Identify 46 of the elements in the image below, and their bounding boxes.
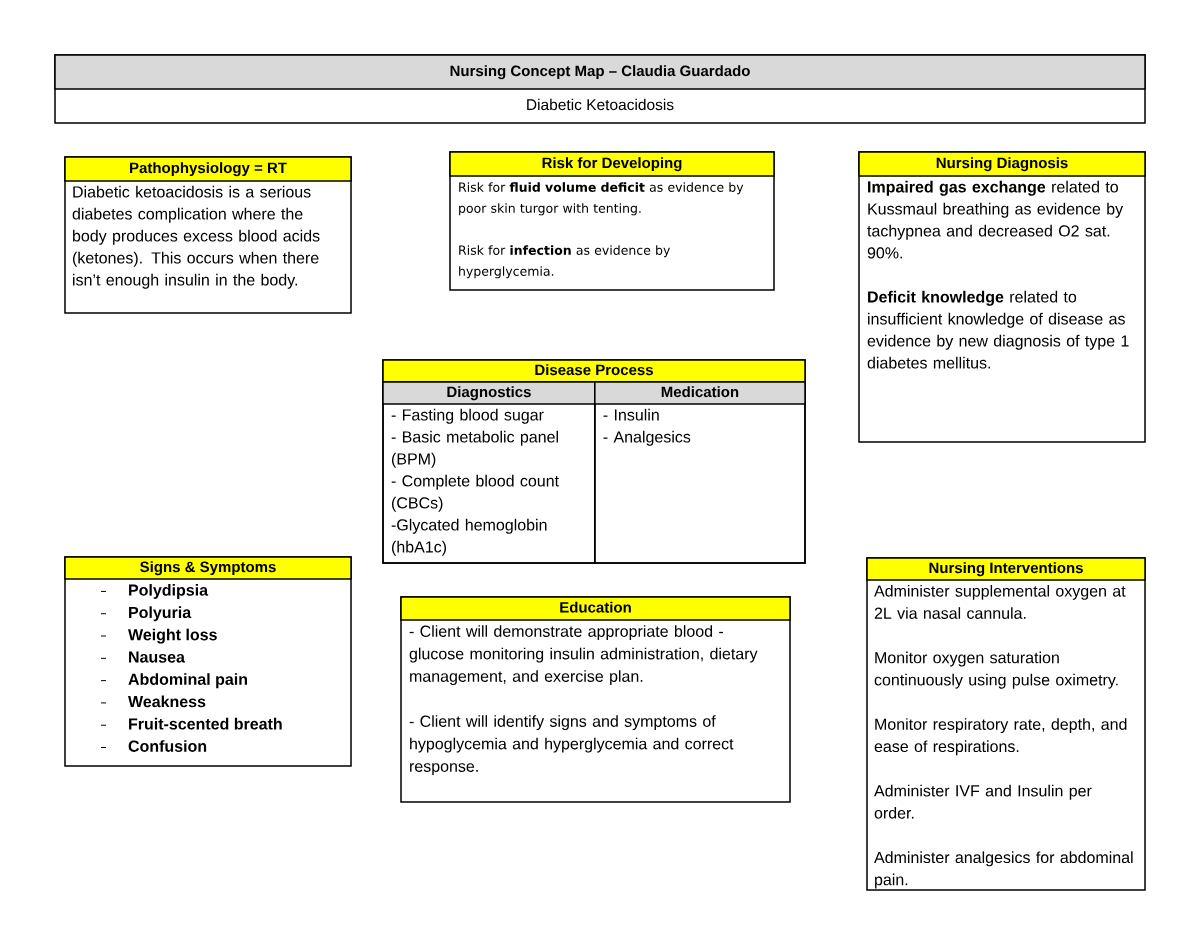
list-item: Polyuria [129, 606, 192, 622]
concept-box [449, 151, 775, 291]
concept-box [858, 151, 1146, 443]
list-item: - Complete blood count (CBCs) [391, 474, 559, 512]
heading-bar: Nursing Interventions [866, 557, 1146, 581]
box-text: Administer IVF and Insulin per order. [874, 784, 1092, 819]
list-item: - Insulin [603, 408, 659, 421]
concept-box [64, 156, 352, 314]
box-text: Diabetic ketoacidosis is a serious diabetes complication where the body produces excess blood acids (ketones). This occurs when there isn’t enough insulin in the body. [72, 185, 320, 289]
box-text: Deficit knowledge related to insufficient knowledge of disease as evidence by new diagnosis of type 1 diabetes mellitus. [867, 290, 1129, 369]
column-header: Diagnostics [382, 381, 596, 405]
table-column [382, 381, 596, 564]
box-text: Administer supplemental oxygen at 2L via nasal cannula. [874, 584, 1126, 619]
heading-bar: Signs & Symptoms [64, 556, 352, 580]
heading-bar: Pathophysiology = RT [64, 156, 352, 182]
list-item: - Basic metabolic panel (BPM) [391, 430, 558, 468]
concept-box [866, 557, 1146, 891]
heading-bar: Nursing Concept Map – Claudia Guardado [54, 54, 1146, 90]
subtitle-text: Diabetic Ketoacidosis [527, 98, 674, 111]
list-item: Weight loss [128, 628, 217, 644]
concept-box [64, 556, 352, 767]
table-column [594, 381, 806, 564]
heading-bar: Nursing Diagnosis [858, 151, 1146, 177]
box-text: - Client will demonstrate appropriate blood - glucose monitoring insulin administration, dietary management, and exercise plan. [409, 625, 758, 686]
box-text: - Client will identify signs and symptoms of hypoglycemia and hyperglycemia and correct response. [409, 715, 734, 776]
column-header: Medication [594, 381, 806, 405]
box-text: Monitor oxygen saturation continuously using pulse oximetry. [874, 651, 1118, 689]
heading-bar: Education [400, 596, 791, 621]
list-item: Confusion [128, 740, 207, 752]
list-item: Polydipsia [129, 584, 209, 599]
box-text: Administer analgesics for abdominal pain. [874, 851, 1133, 889]
list-item: -Glycated hemoglobin (hbA1c) [391, 518, 547, 556]
box-text: Risk for fluid volume deficit as evidence by poor skin turgor with tenting. [459, 182, 744, 216]
box-text: Monitor respiratory rate, depth, and ease of respirations. [874, 718, 1127, 756]
list-item: Fruit-scented breath [129, 717, 282, 730]
list-item: Abdominal pain [128, 673, 247, 689]
concept-box [400, 596, 791, 803]
list-item: Nausea [129, 651, 185, 663]
list-item: - Analgesics [603, 430, 691, 446]
heading-bar: Risk for Developing [449, 151, 775, 177]
title-banner [54, 54, 1146, 124]
box-text: Impaired gas exchange related to Kussmaul breathing as evidence by tachypnea and decreased O2 sat. 90%. [867, 180, 1124, 259]
list-item: - Fasting blood sugar [391, 408, 544, 424]
list-item: Weakness [128, 695, 206, 708]
heading-bar: Disease Process [382, 359, 806, 383]
box-text: Risk for infection as evidence by hyperglycemia. [459, 245, 670, 279]
